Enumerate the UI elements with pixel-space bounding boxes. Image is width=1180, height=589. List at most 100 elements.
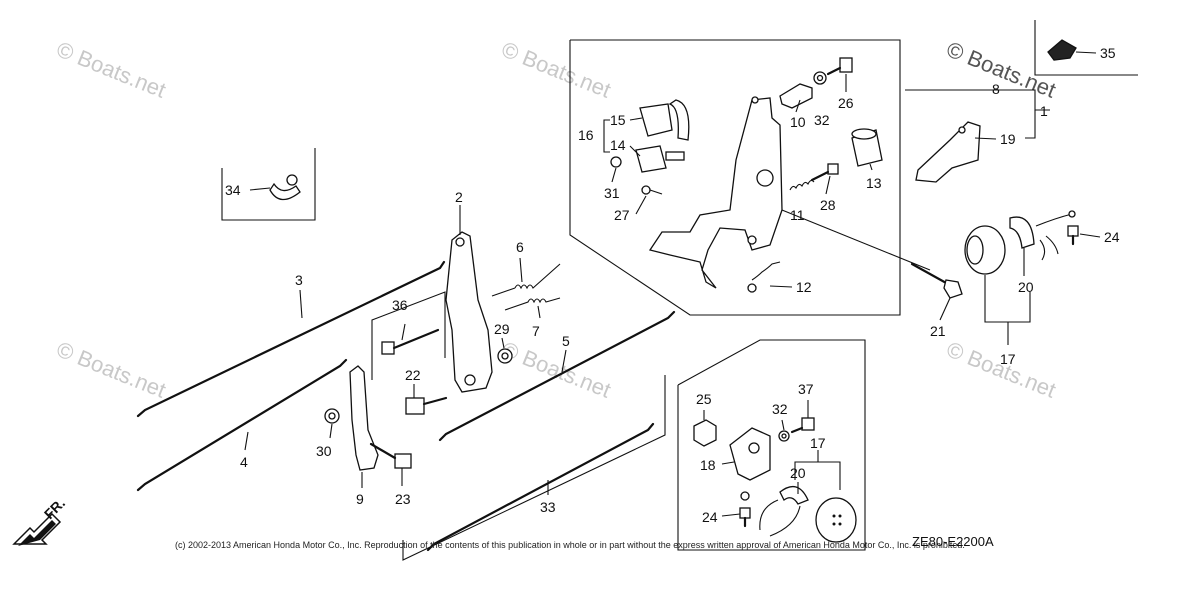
leader-19 (974, 137, 997, 140)
diagram-code: ZE80-E2200A (912, 534, 994, 549)
switch-15 (639, 99, 690, 141)
alarm-20-bottom (759, 485, 857, 543)
label-8: 8 (992, 81, 1000, 97)
leader-29 (501, 337, 505, 349)
watermark-5: © Boats.net (498, 336, 614, 402)
watermark-2: © Boats.net (498, 36, 614, 102)
watermark-4: © Boats.net (53, 336, 169, 402)
label-24-bottom: 24 (702, 509, 718, 525)
label-5: 5 (562, 333, 570, 349)
label-6: 6 (516, 239, 524, 255)
arm-9 (349, 365, 379, 488)
washer-30 (324, 408, 340, 424)
leader-32-bottom (781, 419, 785, 431)
bolt-26 (826, 57, 853, 76)
label-26: 26 (838, 95, 854, 111)
label-31: 31 (604, 185, 620, 201)
leader-12 (769, 285, 793, 288)
spring-6 (491, 257, 561, 297)
bolt-23 (369, 442, 412, 469)
clamp-34 (269, 174, 301, 201)
label-30: 30 (316, 443, 332, 459)
control-base-plate (648, 96, 783, 289)
leader-21 (939, 297, 951, 321)
label-15: 15 (610, 112, 626, 128)
leader-13 (869, 163, 873, 171)
washer-32-bottom (778, 430, 790, 442)
lever-2 (445, 205, 493, 393)
leader-35 (1075, 51, 1097, 54)
label-16: 16 (578, 127, 594, 143)
label-17-top: 17 (1000, 351, 1016, 367)
bracket-16 (603, 119, 610, 153)
spring-7 (504, 297, 561, 319)
label-35: 35 (1100, 45, 1116, 61)
collar-13 (851, 128, 883, 167)
washer-32-top (813, 71, 827, 85)
front-arrow-icon (12, 512, 62, 546)
label-18: 18 (700, 457, 716, 473)
leader-28 (825, 175, 831, 195)
wiring-box (677, 339, 866, 551)
label-9: 9 (356, 491, 364, 507)
label-32-bottom: 32 (772, 401, 788, 417)
label-19: 19 (1000, 131, 1016, 147)
switch-14 (635, 145, 685, 173)
label-23: 23 (395, 491, 411, 507)
label-33: 33 (540, 499, 556, 515)
watermark-6: © Boats.net (943, 336, 1059, 402)
label-28: 28 (820, 197, 836, 213)
bolt-37 (790, 417, 815, 434)
screw-24-top (1067, 225, 1079, 246)
pointer-line-21 (781, 209, 931, 271)
bolt-36 (381, 323, 440, 355)
label-12: 12 (796, 279, 812, 295)
label-25: 25 (696, 391, 712, 407)
spring-12 (747, 261, 781, 293)
bracket-8-1 (905, 89, 1050, 111)
copyright-notice: (c) 2002-2013 American Honda Motor Co., … (175, 540, 965, 550)
label-20-top: 20 (1018, 279, 1034, 295)
leader-30 (329, 423, 333, 439)
nut-29 (497, 348, 513, 364)
label-7: 7 (532, 323, 540, 339)
label-13: 13 (866, 175, 882, 191)
label-29: 29 (494, 321, 510, 337)
label-27: 27 (614, 207, 630, 223)
label-1: 1 (1040, 103, 1048, 119)
bracket-1-19 (1025, 110, 1036, 139)
part-33-box (402, 375, 666, 561)
screw-24-bottom (739, 491, 751, 528)
watermark-3: © Boats.net (943, 36, 1059, 102)
screw-28 (810, 163, 839, 182)
washer-31 (610, 156, 622, 168)
rod-4 (136, 358, 348, 492)
label-32-top: 32 (814, 112, 830, 128)
front-label: FR. (41, 495, 68, 522)
label-20-bottom: 20 (790, 465, 806, 481)
bolt-22 (405, 396, 448, 415)
label-4: 4 (240, 454, 248, 470)
leader-24-top (1079, 233, 1101, 238)
bracket-10 (779, 83, 813, 109)
label-2: 2 (455, 189, 463, 205)
leader-24-bottom (721, 513, 741, 517)
leader-31 (611, 167, 617, 183)
rod-5 (438, 310, 676, 442)
leader-14 (629, 145, 641, 157)
label-21: 21 (930, 323, 946, 339)
nut-25 (693, 419, 717, 447)
label-37: 37 (798, 381, 814, 397)
part-36-box (371, 291, 446, 380)
clip-35 (1047, 39, 1077, 61)
label-14: 14 (610, 137, 626, 153)
bolt-21 (910, 262, 963, 299)
bracket-18 (729, 427, 771, 481)
alarm-20-top (964, 210, 1076, 275)
watermark-1: © Boats.net (53, 36, 169, 102)
leader-27 (635, 195, 647, 215)
cover-19 (915, 121, 981, 183)
rod-3 (136, 260, 446, 418)
label-22: 22 (405, 367, 421, 383)
